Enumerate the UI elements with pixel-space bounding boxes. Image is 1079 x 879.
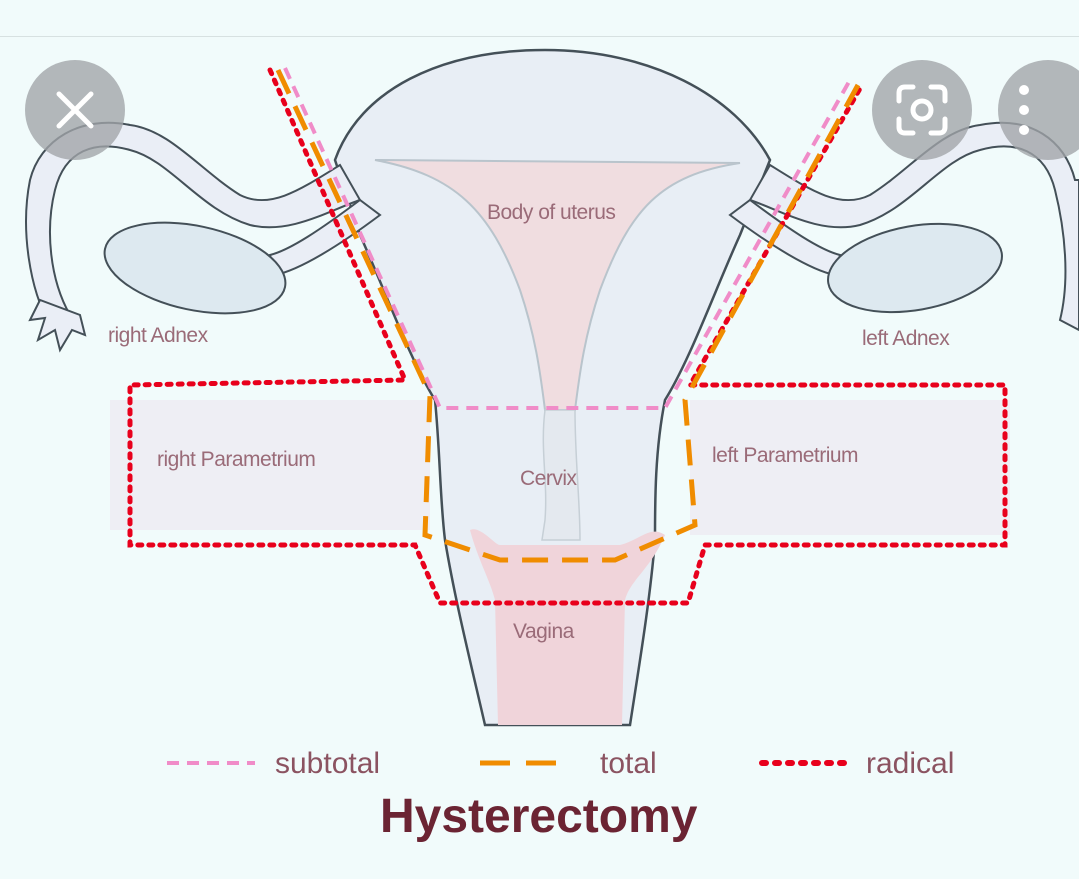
legend-label-total: total xyxy=(600,747,657,780)
left-parametrium-region xyxy=(690,400,1010,535)
label-vagina: Vagina xyxy=(513,620,575,643)
label-cervix: Cervix xyxy=(520,467,578,490)
more-options-button[interactable] xyxy=(998,60,1079,160)
legend-label-radical: radical xyxy=(866,747,954,780)
label-right-parametrium: right Parametrium xyxy=(157,448,315,471)
more-vert-icon xyxy=(1019,85,1029,135)
label-body-of-uterus: Body of uterus xyxy=(487,201,615,224)
right-fimbriae xyxy=(28,298,87,353)
close-button[interactable] xyxy=(25,60,125,160)
viewer-top-bar xyxy=(0,0,1079,37)
lens-icon xyxy=(896,84,948,136)
subtotal-line xyxy=(283,67,852,410)
lens-button[interactable] xyxy=(872,60,972,160)
close-icon xyxy=(56,91,94,129)
cervical-canal xyxy=(541,409,581,541)
legend: subtotal total radical xyxy=(167,747,954,780)
hysterectomy-diagram: Body of uterus right Adnex left Adnex ri… xyxy=(25,48,1079,843)
image-preview: Body of uterus right Adnex left Adnex ri… xyxy=(0,37,1079,879)
diagram-title: Hysterectomy xyxy=(380,790,698,843)
label-left-adnex: left Adnex xyxy=(862,327,950,350)
label-right-adnex: right Adnex xyxy=(108,324,209,347)
right-parametrium-region xyxy=(110,400,430,530)
legend-label-subtotal: subtotal xyxy=(275,747,380,780)
right-ovary xyxy=(103,221,287,315)
label-left-parametrium: left Parametrium xyxy=(712,444,858,467)
vagina-shape xyxy=(470,529,665,725)
total-line xyxy=(275,68,861,563)
left-ovary xyxy=(827,222,1003,314)
radical-line xyxy=(127,67,1008,606)
